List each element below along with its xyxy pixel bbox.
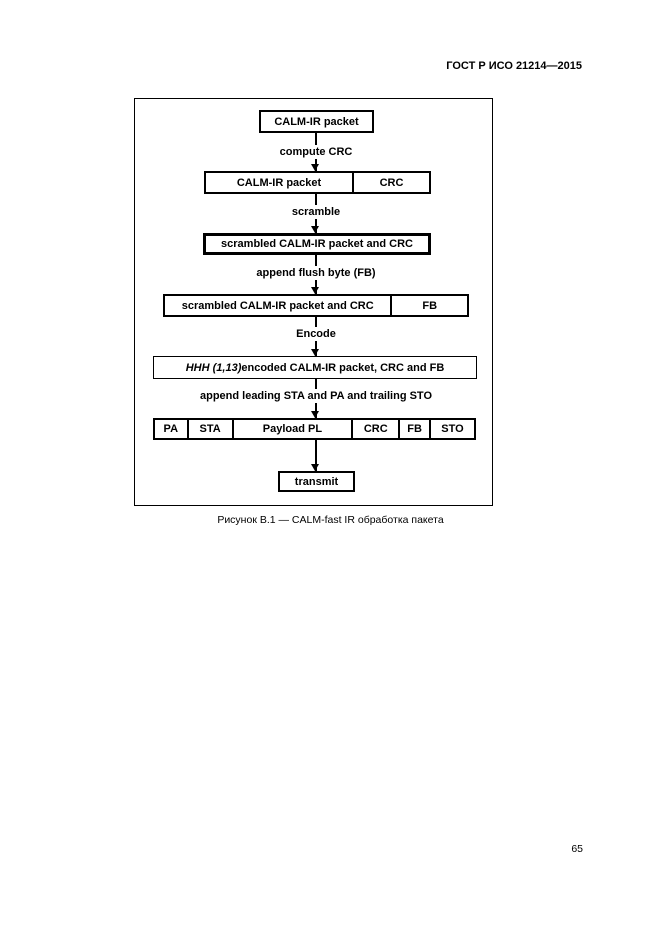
figure-caption: Рисунок В.1 — CALM-fast IR обработка пак… xyxy=(217,514,444,526)
flow-box-calm-ir-packet-crc: CALM-IR packet CRC xyxy=(204,171,431,194)
cell-crc: CRC xyxy=(354,173,429,192)
arrow-down-icon xyxy=(311,226,320,233)
cell-crc: CRC xyxy=(353,420,401,438)
connector-label-scramble: scramble xyxy=(286,205,346,219)
cell-label: CRC xyxy=(379,176,404,189)
cell-label: STA xyxy=(199,423,221,435)
cell-label: FB xyxy=(407,423,422,435)
cell-pa: PA xyxy=(155,420,189,438)
cell-label: Payload PL xyxy=(262,423,323,435)
cell-sto: STO xyxy=(431,420,474,438)
connector-label-append-flush-byte: append flush byte (FB) xyxy=(251,266,381,280)
cell-fb: FB xyxy=(400,420,431,438)
cell-label: CALM-IR packet xyxy=(236,176,322,189)
flow-box-transmit: transmit xyxy=(278,471,355,492)
flow-box-calm-ir-packet: CALM-IR packet xyxy=(259,110,374,133)
connector-label-compute-crc: compute CRC xyxy=(274,145,358,159)
cell-label: CRC xyxy=(363,423,388,435)
cell-label: FB xyxy=(422,299,438,312)
cell-fb: FB xyxy=(392,296,467,315)
connector-label-append-sta-pa-sto: append leading STA and PA and trailing S… xyxy=(194,389,438,403)
flow-box-frame-fields: PA STA Payload PL CRC FB STO xyxy=(153,418,476,440)
diagram-frame: CALM-IR packet compute CRC CALM-IR packe… xyxy=(134,98,493,506)
arrow-down-icon xyxy=(311,287,320,294)
flow-box-scrambled-packet: scrambled CALM-IR packet and CRC xyxy=(203,233,431,255)
cell-scrambled-packet: scrambled CALM-IR packet and CRC xyxy=(165,296,393,315)
arrow-down-icon xyxy=(311,411,320,418)
page-number: 65 xyxy=(571,843,583,855)
connector-label-encode: Encode xyxy=(291,327,341,341)
cell-label: scrambled CALM-IR packet and CRC xyxy=(181,299,374,312)
arrow-down-icon xyxy=(311,164,320,171)
arrow-down-icon xyxy=(311,349,320,356)
flow-box-label-italic: HHH (1,13) xyxy=(185,361,242,374)
cell-label: PA xyxy=(163,423,179,435)
flow-box-label: transmit xyxy=(294,475,339,488)
cell-calm-ir-packet: CALM-IR packet xyxy=(206,173,355,192)
flow-box-hhh-encoded: HHH (1,13) encoded CALM-IR packet, CRC a… xyxy=(153,356,477,379)
flow-box-label: CALM-IR packet xyxy=(274,115,359,128)
cell-label: STO xyxy=(441,423,464,435)
connector-line xyxy=(315,440,317,471)
cell-sta: STA xyxy=(189,420,234,438)
cell-payload-pl: Payload PL xyxy=(234,420,354,438)
flow-box-scrambled-packet-fb: scrambled CALM-IR packet and CRC FB xyxy=(163,294,469,317)
flow-box-label: scrambled CALM-IR packet and CRC xyxy=(221,238,413,250)
flow-box-label: encoded CALM-IR packet, CRC and FB xyxy=(241,361,445,374)
page-header: ГОСТ Р ИСО 21214—2015 xyxy=(446,60,582,72)
arrow-down-icon xyxy=(311,464,320,471)
